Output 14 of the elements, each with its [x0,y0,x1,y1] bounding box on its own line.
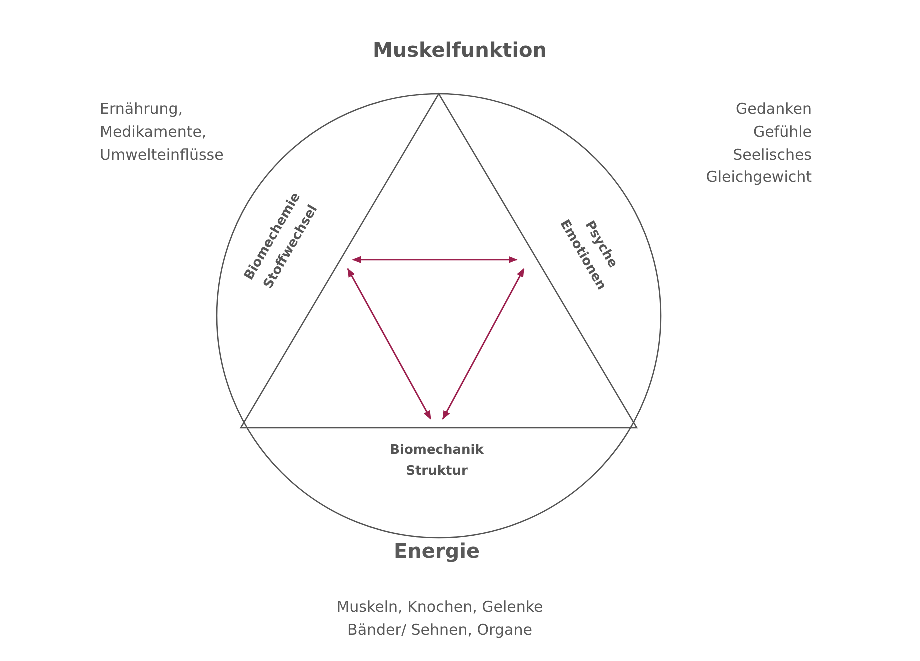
energy-heading: Energie [392,540,482,562]
arrow [352,256,518,264]
factor-text: Ernährung, [100,99,184,120]
factor-text: Bänder/ Sehnen, Organe [346,620,534,641]
factor-text: Gedanken [735,99,812,120]
factor-text: Muskeln, Knochen, Gelenke [336,597,544,618]
diagram-title: Muskelfunktion [372,38,548,62]
arrow [442,268,525,420]
factor-text: Medikamente, [100,122,207,143]
factor-text: Seelisches Gleichgewicht [705,145,812,188]
factor-text: Gefühle [752,122,812,143]
side-label: Biomechanik Struktur [377,439,497,483]
arrow [347,268,432,420]
factor-text: Umwelteinflüsse [100,145,224,166]
